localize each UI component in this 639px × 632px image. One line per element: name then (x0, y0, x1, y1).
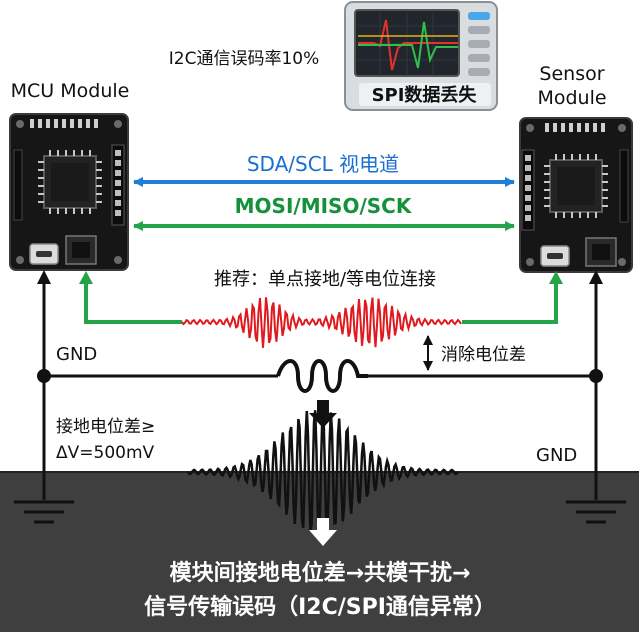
noise-waveform (181, 297, 462, 348)
equipotential-connection-left (84, 282, 182, 324)
mcu-module-label: MCU Module (11, 80, 130, 102)
oscilloscope-icon (344, 1, 498, 111)
conclusion-line2: 信号传输误码（I2C/SPI通信异常） (144, 594, 496, 620)
down-arrow-icon (309, 518, 337, 546)
sensor-module-board (519, 117, 633, 273)
up-arrow-left (79, 271, 93, 284)
potential-difference-label-line2: ΔV=500mV (56, 443, 155, 463)
ground-symbol-icon (566, 500, 626, 524)
potential-difference-label-line1: 接地电位差≥ (56, 417, 155, 437)
up-arrow-right (549, 271, 563, 284)
eliminate-potential-label: 消除电位差 (441, 345, 526, 365)
sensor-module-label-line1: Sensor (539, 63, 604, 85)
mcu-module-board (9, 113, 129, 271)
resistor-icon (276, 359, 368, 393)
ground-node-left (37, 369, 51, 383)
sensor-ground-arrowhead (589, 270, 603, 284)
recommendation-label: 推荐：单点接地/等电位连接 (214, 269, 436, 290)
conclusion-line1: 模块间接地电位差→共模干扰→ (170, 560, 471, 586)
sensor-module-label-line2: Module (537, 87, 606, 109)
mcu-ground-arrowhead (37, 270, 51, 284)
usb-port-icon (29, 243, 59, 265)
usb-port-icon (540, 245, 570, 267)
mosi-miso-sck-label: MOSI/MISO/SCK (235, 194, 413, 218)
ground-symbol-icon (14, 500, 74, 524)
interference-burst-waveform (186, 410, 460, 536)
equipotential-connection-right (462, 282, 558, 324)
spi-data-loss-label: SPI数据丢失 (372, 84, 478, 106)
gnd-left-label: GND (56, 344, 97, 365)
i2c-error-rate-label: I2C通信误码率10% (169, 49, 320, 69)
sda-scl-label: SDA/SCL 视电道 (247, 152, 399, 176)
gnd-right-label: GND (536, 445, 577, 466)
ground-node-right (589, 369, 603, 383)
